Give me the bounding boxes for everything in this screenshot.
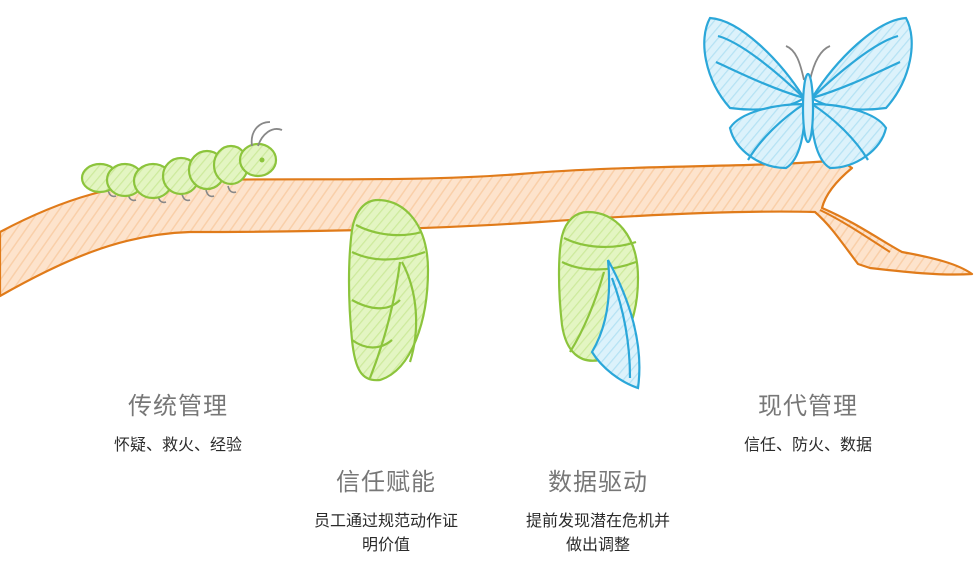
stage-desc-line1: 提前发现潜在危机并 — [525, 511, 670, 530]
stage-desc: 怀疑、救火、经验 — [113, 435, 242, 454]
stage-desc-line2: 做出调整 — [565, 535, 630, 554]
butterfly-icon — [703, 16, 913, 170]
emerging-chrysalis-icon — [557, 210, 641, 390]
caterpillar-icon — [80, 121, 283, 204]
stage-title: 信任赋能 — [336, 468, 436, 496]
stage-title: 数据驱动 — [548, 468, 648, 496]
stage-desc-line1: 员工通过规范动作证 — [313, 511, 458, 530]
stage-trust: 信任赋能 员工通过规范动作证 明价值 — [286, 462, 486, 557]
stage-title: 传统管理 — [128, 392, 228, 420]
stage-desc: 信任、防火、数据 — [743, 435, 872, 454]
stage-title: 现代管理 — [758, 392, 858, 420]
stage-modern: 现代管理 信任、防火、数据 — [708, 386, 908, 457]
stage-desc-line2: 明价值 — [361, 535, 410, 554]
stage-traditional: 传统管理 怀疑、救火、经验 — [78, 386, 278, 457]
chrysalis-icon — [347, 198, 430, 382]
stage-data-driven: 数据驱动 提前发现潜在危机并 做出调整 — [498, 462, 698, 557]
